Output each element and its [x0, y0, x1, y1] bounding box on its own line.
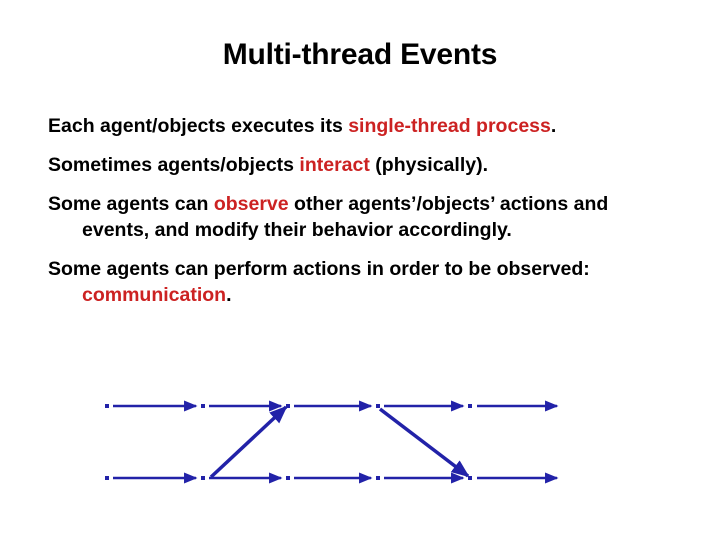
paragraph3-part1: Some agents can: [48, 193, 214, 215]
paragraph-interact: Sometimes agents/objects interact (physi…: [48, 152, 664, 178]
event-dot: [376, 476, 380, 480]
event-dot: [286, 404, 290, 408]
paragraph1-part1: Each agent/objects executes its: [48, 115, 349, 137]
event-dot: [201, 476, 205, 480]
paragraph-observe: Some agents can observe other agents’/ob…: [48, 191, 664, 243]
page-title: Multi-thread Events: [222, 38, 498, 71]
event-dot: [105, 476, 109, 480]
paragraph1-highlight: single-thread process: [348, 115, 551, 137]
paragraph-communication: Some agents can perform actions in order…: [48, 256, 664, 308]
paragraph4-part1: Some agents can perform actions in order…: [48, 258, 590, 280]
event-dot: [468, 404, 472, 408]
paragraph4-part2: .: [226, 284, 232, 306]
event-dot: [201, 404, 205, 408]
paragraph4-highlight: communication: [82, 284, 227, 306]
event-dot: [376, 404, 380, 408]
paragraph2-highlight: interact: [299, 154, 370, 176]
paragraph3-highlight: observe: [213, 193, 289, 215]
body-text-block: Each agent/objects executes its single-t…: [48, 113, 664, 308]
downward-interaction-arrow: [378, 407, 470, 478]
paragraph1-part2: .: [550, 115, 557, 137]
paragraph-single-thread-process: Each agent/objects executes its single-t…: [48, 113, 664, 139]
bottom-thread-timeline: [105, 472, 559, 484]
event-dot: [105, 404, 109, 408]
paragraph3-part2: other agents’/objects’ actions and event…: [82, 193, 609, 241]
event-dot: [286, 476, 290, 480]
event-dot: [468, 476, 472, 480]
paragraph2-part2: (physically).: [369, 154, 488, 176]
upward-interaction-arrow: [209, 405, 288, 479]
top-thread-timeline: [105, 400, 559, 412]
paragraph2-part1: Sometimes agents/objects: [48, 154, 300, 176]
